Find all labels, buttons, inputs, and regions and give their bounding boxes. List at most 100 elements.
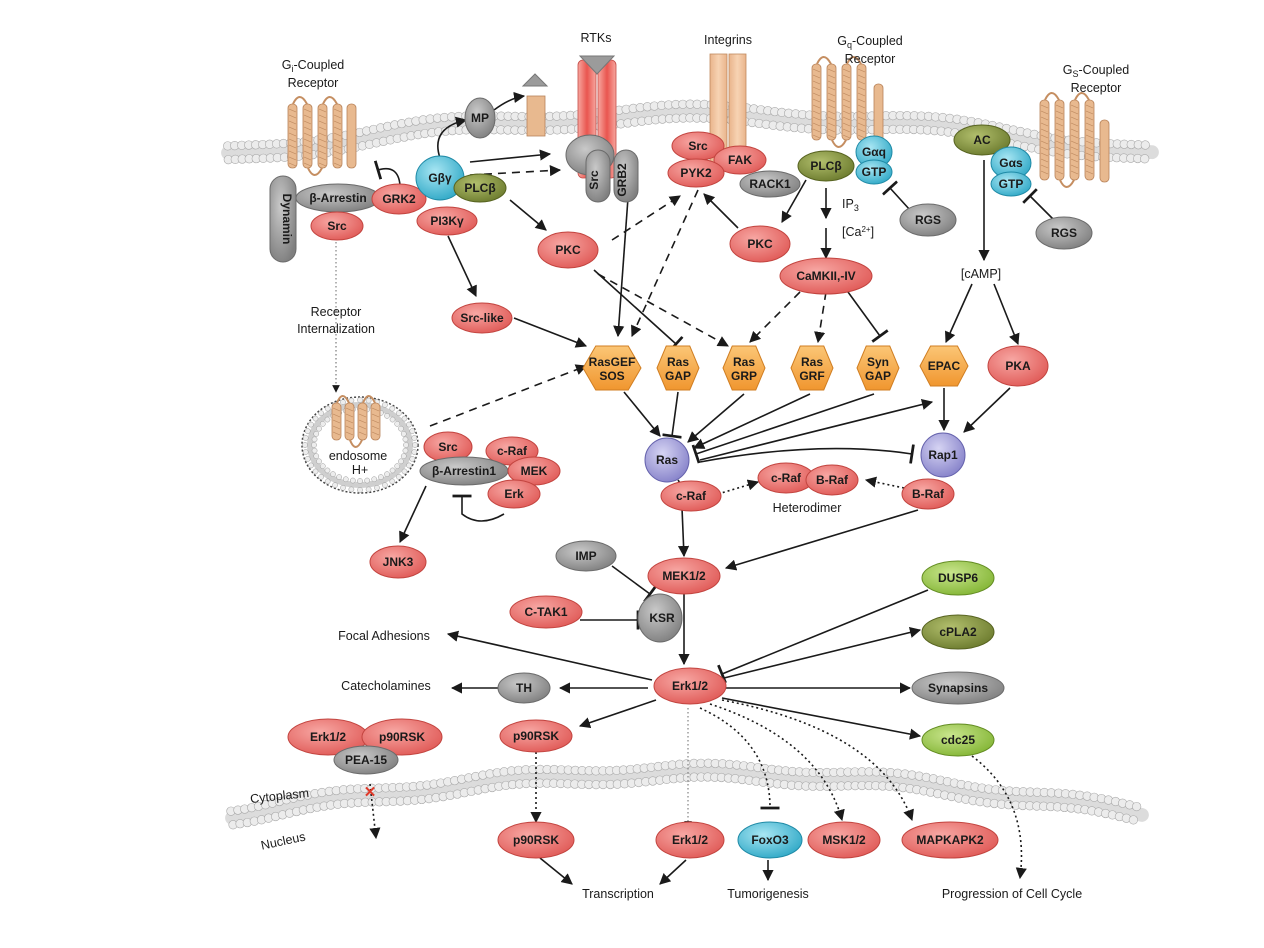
ras-grp-label-2: GRP [731,369,757,383]
rack1: RACK1 [739,170,801,198]
src-integrin-label: Src [688,139,708,153]
b-raf-heterodimer-label: B-Raf [816,473,849,487]
rasgef-sos-label-2: SOS [599,369,624,383]
edge-erk-p90rsk [578,699,657,729]
ras-gap-label: Ras [667,355,689,369]
label-gs-receptor-2: Receptor [1071,81,1122,95]
edge-pkc-pyk2 [611,195,681,241]
mek-endosome-label: MEK [521,464,548,478]
edge-pea-blocked [369,783,381,840]
label-ip3: IP3 [842,197,859,213]
pyk2-label: PYK2 [680,166,712,180]
rack1-label: RACK1 [749,177,791,191]
camkii: CaMKII,-IV [779,257,873,295]
src-like: Src-like [451,302,513,334]
dynamin: Dynamin [269,175,297,263]
edge-plcb-pkc [509,199,547,231]
src-endosome: Src [423,431,473,463]
edge-dusp6-erk [717,589,929,684]
dusp6-label: DUSP6 [938,571,978,585]
ksr-label: KSR [649,611,675,625]
grb2-label: GRB2 [615,163,629,197]
p90rsk-pea15-label: p90RSK [379,730,425,744]
edges [332,91,1061,885]
c-raf-heterodimer: c-Raf [757,462,815,494]
erk-endosome-label: Erk [504,487,524,501]
label-tumorigenesis: Tumorigenesis [727,887,809,901]
edge-endosome-sos [429,364,588,427]
edge-rgs-gq [881,180,911,211]
dynamin-label: Dynamin [280,194,294,245]
beta-arrestin1: β-Arrestin1 [419,456,509,486]
src-gi-label: Src [327,219,347,233]
erk-endosome: Erk [487,479,541,509]
galphaq: Gαq [855,135,893,169]
edge-pka-rap1 [963,387,1011,433]
label-ca2: [Ca2+] [842,225,874,239]
edge-p90nuc-transcription [539,857,573,885]
edge-pyk2-sos [631,189,699,338]
edge-pi3k-srclike [447,235,477,298]
edge-ras-epac [699,399,934,461]
cpla2-label: cPLA2 [939,625,977,639]
erk1-2-pea15-label: Erk1/2 [310,730,346,744]
craf-endosome-label: c-Raf [497,444,528,458]
edge-srclike-sos [513,317,588,348]
p90rsk-cytoplasm: p90RSK [499,719,573,753]
erk1-2-nucleus-label: Erk1/2 [672,833,708,847]
c-tak1-label: C-TAK1 [524,605,567,619]
beta-arrestin1-label: β-Arrestin1 [432,464,496,478]
gtp-q: GTP [855,159,893,185]
rgs-q: RGS [899,203,957,237]
edge-pkc-right-pyk2 [703,193,739,229]
edge-gbg-rtk [469,149,552,163]
erk1-2-nucleus: Erk1/2 [655,821,725,859]
ac: AC [953,124,1011,156]
gi-coupled-receptor [287,96,343,176]
pkc-left-label: PKC [555,243,581,257]
label-gi-receptor-2: Receptor [288,76,339,90]
p90rsk-cytoplasm-label: p90RSK [513,729,559,743]
cpla2: cPLA2 [921,614,995,650]
label-h-plus: H+ [352,463,368,477]
edge-erk-msk [709,703,845,822]
msk1-2: MSK1/2 [807,821,881,859]
th-label: TH [516,681,532,695]
rap1-label: Rap1 [928,448,958,462]
mp-label: MP [471,111,489,125]
syn-gap-label: Syn [867,355,889,369]
endosome-receptor [331,395,381,448]
label-integrins: Integrins [704,33,752,47]
edge-rasgrp-ras [687,393,745,443]
galphaq-label: Gαq [862,145,886,159]
edge-craf-mek [677,507,690,558]
label-gs-receptor: GS-Coupled [1063,63,1130,79]
pi3kgamma-label: PI3Kγ [430,214,464,228]
pi3kgamma: PI3Kγ [416,206,478,236]
label-gq-receptor-2: Receptor [845,52,896,66]
imp: IMP [555,540,617,572]
plcb-gq: PLCβ [797,150,855,182]
plcb-left: PLCβ [453,173,507,203]
mp: MP [464,97,496,139]
p90rsk-pea15: p90RSK [361,718,443,756]
camkii-label: CaMKII,-IV [796,269,855,283]
rgs-s-label: RGS [1051,226,1077,240]
dusp6: DUSP6 [921,560,995,596]
ras-label: Ras [656,453,678,467]
edge-plcb-pkc-right [781,179,807,223]
pea-15-label: PEA-15 [345,753,387,767]
edge-camp-pka [993,283,1020,346]
b-raf-label: B-Raf [912,487,945,501]
cdc25-label: cdc25 [941,733,975,747]
synapsins: Synapsins [911,671,1005,705]
edge-braf-het [864,476,905,489]
edge-syngap-ras [691,393,875,464]
c-tak1: C-TAK1 [509,595,583,629]
label-endosome: endosome [329,449,387,463]
edge-pkc-rasgap [593,269,684,353]
plcb-gq-label: PLCβ [810,159,841,173]
ras-grf-label-2: GRF [799,369,824,383]
ras-grp-label: Ras [733,355,755,369]
